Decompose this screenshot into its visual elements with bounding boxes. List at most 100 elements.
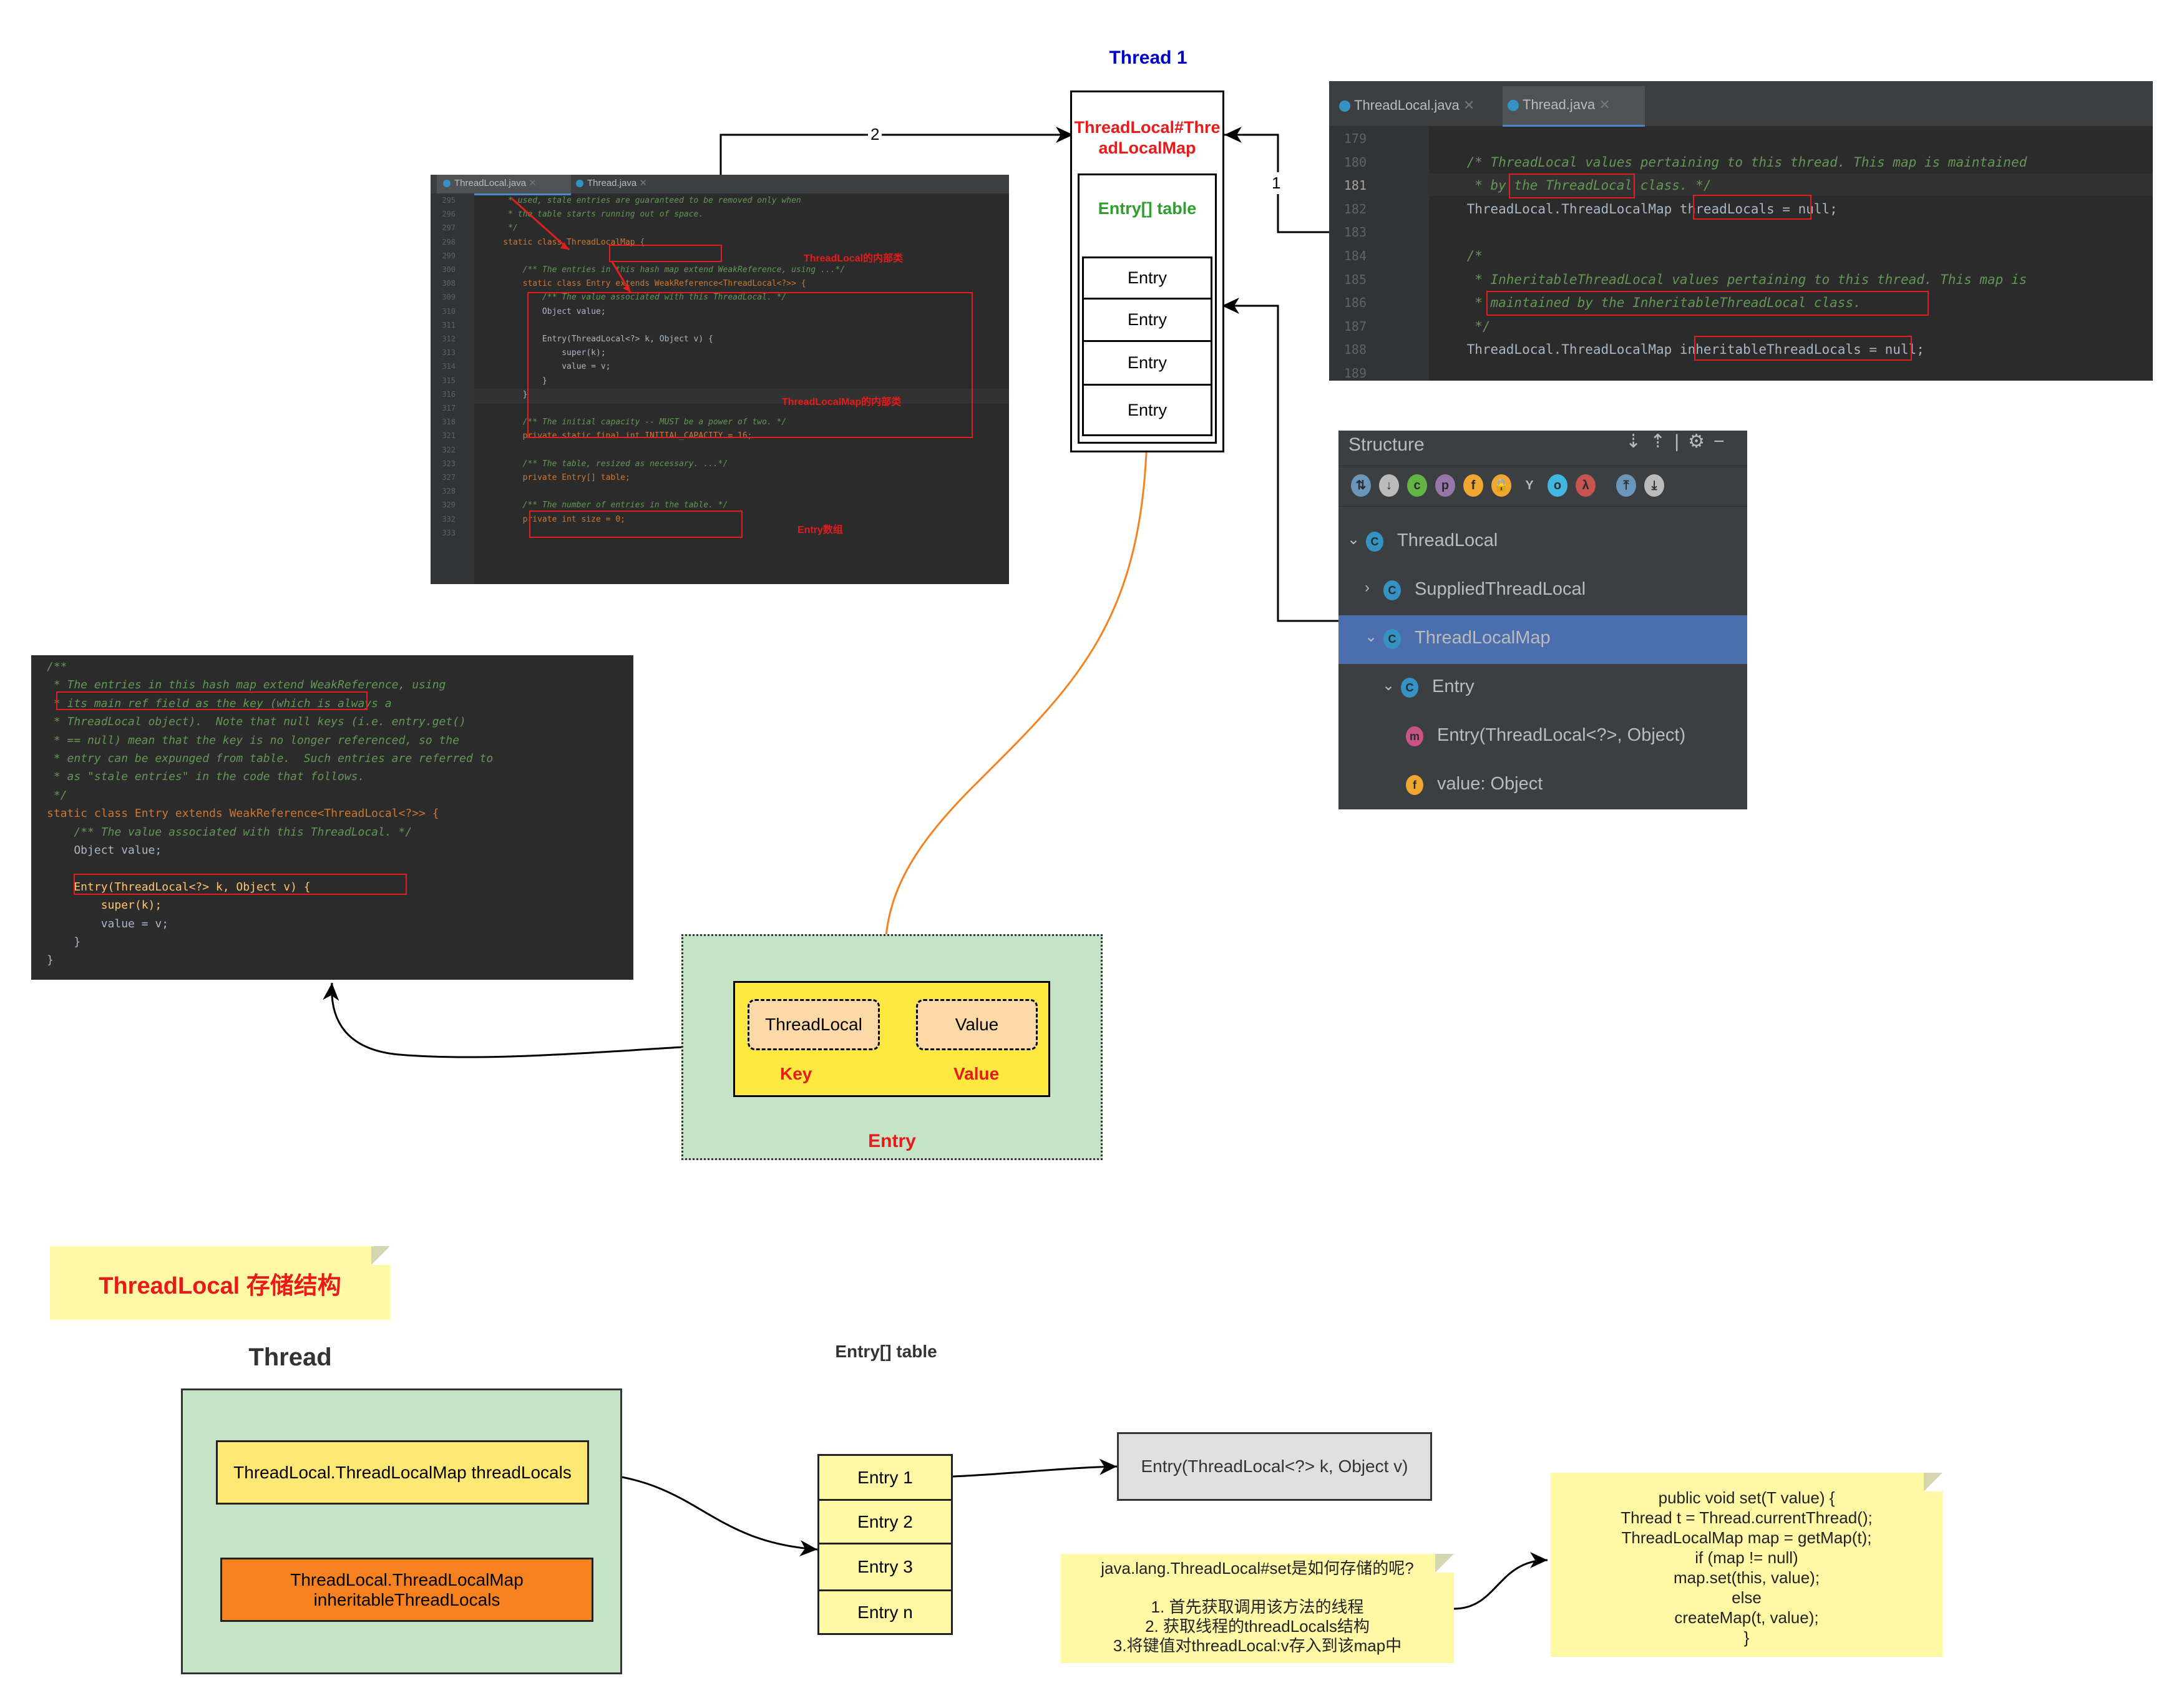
code-line: static class Entry extends WeakReference… <box>47 807 439 821</box>
line-number: 188 <box>1343 342 1367 358</box>
tab-label: ThreadLocal.java <box>1354 97 1460 113</box>
sort-alpha-icon[interactable]: ↓ <box>1379 474 1399 497</box>
note-line: 2. 获取线程的threadLocals结构 <box>1145 1617 1370 1636</box>
set-code-note: public void set(T value) {Thread t = Thr… <box>1551 1473 1943 1657</box>
ide-gutter <box>1329 126 1429 381</box>
chevron-right-icon[interactable]: › <box>1365 579 1370 596</box>
ide-tabbar: ThreadLocal.java ✕ Thread.java ✕ <box>1329 81 2153 127</box>
code-line: } <box>484 389 528 399</box>
code-line: Object value; <box>484 306 606 316</box>
code-note-line: } <box>1743 1628 1750 1647</box>
thread-title: Thread <box>248 1344 332 1371</box>
note-line: 1. 首先获取调用该方法的线程 <box>1151 1598 1364 1616</box>
line-number: 328 <box>442 487 456 496</box>
inherited-filter-icon[interactable]: Y <box>1525 479 1534 492</box>
code-note-line: Thread t = Thread.currentThread(); <box>1621 1508 1873 1527</box>
lambda-filter-icon[interactable]: λ <box>1576 474 1596 497</box>
annotation-box-maintained <box>1486 291 1929 316</box>
code-line: /** The number of entries in the table. … <box>484 500 728 510</box>
code-line: Entry(ThreadLocal<?> k, Object v) { <box>484 334 713 344</box>
code-note-line: else <box>1732 1588 1762 1607</box>
java-file-icon <box>1508 100 1519 112</box>
thread1-entry: Entry <box>1084 300 1211 342</box>
property-filter-icon[interactable]: p <box>1435 474 1455 497</box>
code-line: /* <box>1435 248 1483 263</box>
tab-threadlocal-java[interactable]: ThreadLocal.java ✕ <box>1334 86 1508 125</box>
set-explain-note: java.lang.ThreadLocal#set是如何存储的呢?1. 首先获取… <box>1061 1554 1454 1663</box>
code-line: * maintained by the InheritableThreadLoc… <box>1435 295 1861 311</box>
edge-note-to-code <box>1453 1552 1548 1610</box>
line-number: 297 <box>442 223 456 233</box>
edge-structure-to-entries <box>1222 298 1338 622</box>
tab-threadlocal-java[interactable]: ThreadLocal.java ✕ <box>437 175 571 195</box>
anonymous-filter-icon[interactable]: o <box>1548 474 1567 497</box>
tab-thread-java[interactable]: Thread.java ✕ <box>571 175 688 193</box>
code-line: value = v; <box>47 917 169 930</box>
class-icon: C <box>1383 629 1401 649</box>
line-number: 313 <box>442 348 456 358</box>
chevron-down-icon[interactable]: ⌄ <box>1382 677 1395 694</box>
code-note-line: public void set(T value) { <box>1658 1488 1835 1507</box>
line-number: 298 <box>442 237 456 246</box>
code-line: /** The entries in this hash map extend … <box>484 265 846 275</box>
structure-header-icons: ⇣⇡|⚙− <box>1626 431 1733 452</box>
code-line: */ <box>1435 318 1491 334</box>
line-number: 183 <box>1343 225 1367 240</box>
collapse-all-icon[interactable]: ⤓ <box>1644 474 1664 497</box>
line-number: 329 <box>442 500 456 510</box>
annotation-threadlocalmap-inner: ThreadLocalMap的内部类 <box>782 397 902 407</box>
method-icon: m <box>1406 726 1423 746</box>
code-line: * == null) mean that the key is no longe… <box>47 733 460 747</box>
thread1-table-label: Entry[] table <box>1098 199 1197 218</box>
note-fold <box>1924 1473 1943 1491</box>
code-note-line: map.set(this, value); <box>1673 1568 1820 1587</box>
line-number: 315 <box>442 376 456 385</box>
line-number: 311 <box>442 320 456 329</box>
tab-thread-java[interactable]: Thread.java ✕ <box>1503 86 1645 127</box>
thread1-entry: Entry <box>1127 400 1168 419</box>
lock-filter-icon[interactable]: 🔒 <box>1491 474 1511 497</box>
ide-threadlocal-map-screenshot: ThreadLocal.java ✕ Thread.java ✕ 295 * u… <box>431 175 1009 584</box>
ide-tabbar: ThreadLocal.java ✕ Thread.java ✕ <box>431 175 1009 195</box>
chevron-down-icon[interactable]: ⌄ <box>1347 531 1360 548</box>
code-line: * ThreadLocal object). Note that null ke… <box>47 715 466 729</box>
code-note-line: if (map != null) <box>1695 1548 1798 1567</box>
field-filter-icon[interactable]: f <box>1463 474 1483 497</box>
line-number: 179 <box>1343 131 1367 146</box>
java-file-icon <box>443 180 451 188</box>
thread1-map-box: ThreadLocal#ThreadLocalMap Entry[] table… <box>1070 90 1224 452</box>
set-explain-text: java.lang.ThreadLocal#set是如何存储的呢?1. 首先获取… <box>1061 1559 1454 1656</box>
annotation-threadlocal-inner: ThreadLocal的内部类 <box>804 253 904 264</box>
chevron-down-icon[interactable]: ⌄ <box>1365 628 1378 645</box>
thread1-title: Thread 1 <box>1109 47 1187 68</box>
structure-title: Structure <box>1348 434 1425 455</box>
code-line: Entry(ThreadLocal<?> k, Object v) { <box>47 880 311 894</box>
edge-entry1-to-ctor <box>952 1458 1118 1478</box>
entry-table-cell: Entry 1 <box>819 1456 951 1501</box>
sort-visibility-icon[interactable]: ⇅ <box>1351 474 1371 497</box>
code-line: private static final int INITIAL_CAPACIT… <box>484 431 753 441</box>
entry-value-box: Value <box>916 999 1038 1050</box>
class-filter-icon[interactable]: c <box>1407 474 1427 497</box>
line-number: 181 <box>1343 178 1367 193</box>
code-note-line: createMap(t, value); <box>1674 1608 1819 1627</box>
structure-item-label: value: Object <box>1437 774 1543 794</box>
java-file-icon <box>576 180 583 188</box>
expand-all-icon[interactable]: ⤒ <box>1616 474 1636 497</box>
thread-box: ThreadLocal.ThreadLocalMap threadLocals … <box>181 1388 622 1674</box>
edge-ide-to-map <box>719 127 1073 175</box>
edge-label-1: 1 <box>1270 172 1282 194</box>
tab-label: Thread.java <box>587 178 637 188</box>
tab-label: Thread.java <box>1523 97 1596 112</box>
line-number: 312 <box>442 334 456 343</box>
line-number: 184 <box>1343 248 1367 263</box>
code-line: static class ThreadLocalMap { <box>484 237 645 247</box>
code-line: * InheritableThreadLocal values pertaini… <box>1435 271 2027 287</box>
